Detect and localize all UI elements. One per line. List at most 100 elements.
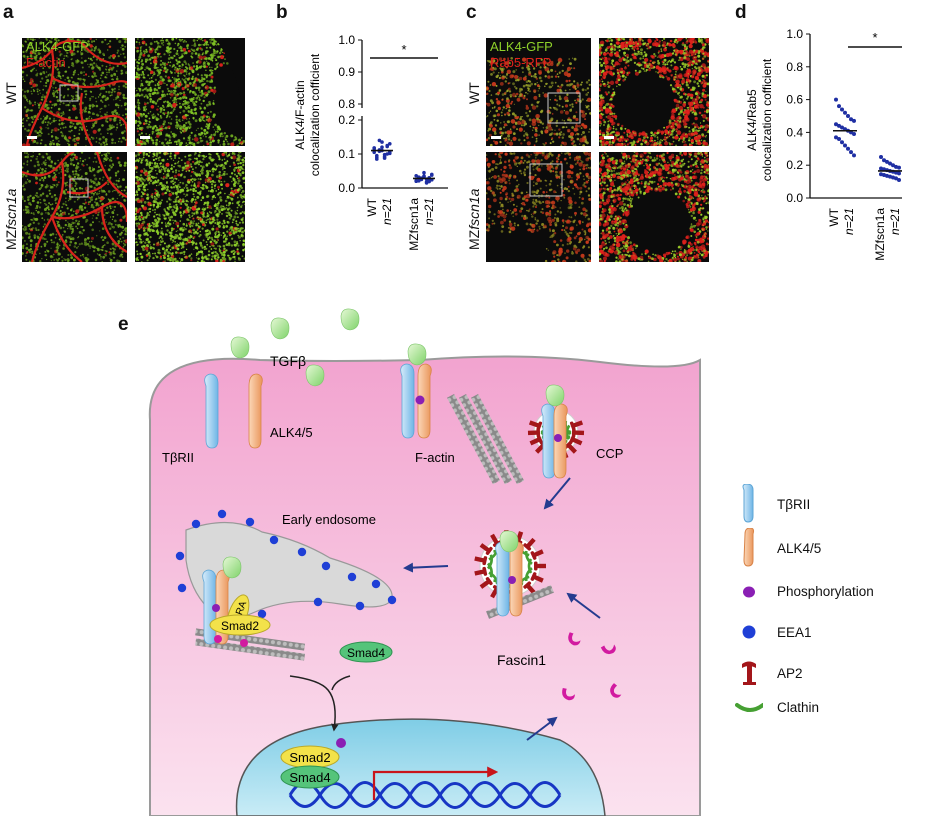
chart-d-point [840,125,844,130]
row-label-wt-c: WT [466,82,482,104]
chart-d-ticklabel: 0.6 [786,93,803,107]
micrograph-c-wt-overview [486,38,591,146]
endosome-smad2-label: Smad2 [221,619,259,633]
alk45-receptor-icon [735,528,763,568]
eea1-dot [257,609,267,619]
legend-label-tbrii: TβRII [777,496,811,512]
chart-b-ylabel-line1: ALK4/F-actin [293,80,307,149]
legend-label-clathrin: Clathin [777,700,820,715]
ccp-label: CCP [596,446,623,461]
chart-d-ylabel-line2: colocalization cofficient [760,58,774,181]
tgfb-ligand-4 [305,364,325,387]
chart-b-point [380,145,384,149]
chart-d-point [894,176,898,181]
legend-tbrii: TβRII [735,484,810,524]
fascin1-molecule [562,688,575,701]
arrow-fascin-to-vesicle [566,592,601,619]
chart-d-point [882,158,886,163]
channel-label-alk4-gfp-a: ALK4-GFP [26,39,89,54]
nucleus [235,718,606,816]
eea1-markers [175,509,397,619]
chart-d-point [885,173,889,178]
micrograph-a-mz-zoom [135,152,245,262]
eea1-dot [321,561,331,571]
legend-alk45: ALK4/5 [735,528,821,568]
chart-b-ylabel-line2: colocalization cofficient [308,53,322,176]
eea1-dot [387,595,397,605]
fascin1-molecules [562,632,622,701]
ap2-icon [735,660,763,686]
tgfb-ligand-2 [270,317,290,340]
chart-d-significance-star: * [872,30,877,45]
fascin1-molecule [600,644,616,655]
chart-d-ylabel-line1: ALK4/Rab5 [745,89,759,151]
tbrii-receptor-left [204,373,219,449]
panel-letter-b: b [276,2,288,23]
chart-d-ticklabel: 0.8 [786,60,803,74]
channel-label-factin-a: F-actin [26,55,66,70]
chart-d-point [852,118,856,123]
nuclear-smad4-label: Smad4 [289,770,330,785]
chart-b-ticklabel-upper: 1.0 [338,33,355,47]
cytoplasmic-smad4 [339,641,393,663]
chart-d-point [840,107,844,112]
eea1-dot [371,579,381,589]
eea1-dot [191,519,201,529]
chart-d-point [837,104,841,109]
chart-d-ticklabel: 1.0 [786,27,803,41]
nuclear-import-arrow [289,675,339,732]
legend-eea1: EEA1 [735,624,812,640]
tbrii-receptor-vesicle [495,541,510,617]
chart-d-point [879,155,883,159]
eea1-dot [269,535,279,545]
alk45-receptor-left [248,373,263,449]
cytoplasmic-smad4-label: Smad4 [347,646,385,660]
chart-d-point [888,174,892,179]
chart-d-point [897,165,901,170]
legend-clathrin: Clathin [735,700,819,715]
chart-b-point [427,179,431,184]
legend-ap2: AP2 [735,660,803,686]
alk45-label: ALK4/5 [270,425,313,440]
channel-label-alk4-gfp-c: ALK4-GFP [490,39,553,54]
chart-b-ticklabel-upper: 0.9 [338,65,355,79]
chart-d-ticklabel: 0.4 [786,125,803,139]
chart-d-point [834,135,838,140]
eea1-dot [355,601,365,611]
fascin1-molecule [568,632,581,646]
chart-d-xlabel-wt: WT [827,207,841,226]
chart-d-point [843,110,847,115]
tgfb-ligand-vesicle [499,530,519,553]
row-label-mz-a: MZfscn1a [3,188,19,250]
chart-b-point [430,173,434,177]
chart-d-point [891,175,895,180]
chart-b-xlabel-mz: MZfscn1a [407,198,421,251]
chart-b-significance-star: * [401,42,406,57]
chart-d-point [837,136,841,141]
chart-d-point [834,122,838,127]
eea1-icon [735,624,763,640]
chart-b-point [385,144,389,149]
chart-d-point [894,164,898,169]
nuclear-smad2-label: Smad2 [289,750,330,765]
row-label-mz-c: MZfscn1a [466,188,482,250]
chart-d-ticklabel: 0.2 [786,158,803,172]
phospho-vesicle [508,576,516,584]
factin-label: F-actin [415,450,455,465]
panel-letter-a: a [3,2,14,23]
tgfb-ligand-ccp [545,384,565,407]
chart-b-point [372,146,376,150]
chart-d-point [852,132,856,137]
phospho-ccp [554,434,562,442]
chart-b-ticklabel-lower: 0.2 [338,113,355,127]
tgfb-ligand-endosome [222,556,242,579]
chart-b-point [380,140,384,144]
signaling-diagram: Smad2 Smad4 TGFβ TβRII ALK4/5 F-actin CC… [148,308,701,816]
micrograph-a-mz-overview [22,152,127,262]
tgfb-ligand-3 [340,308,360,331]
dna-helix [288,781,562,809]
chart-b-point [382,154,387,159]
chart-d-point [897,177,901,182]
